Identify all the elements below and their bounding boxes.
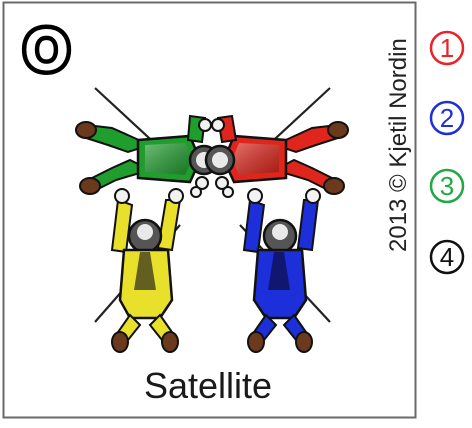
position-circle <box>429 30 465 66</box>
jumper-blue <box>242 188 321 353</box>
position-marker-4: 4 <box>429 239 465 275</box>
position-circle <box>429 168 465 204</box>
position-circle <box>429 239 465 275</box>
position-marker-2: 2 <box>429 100 465 136</box>
position-marker-3: 3 <box>429 168 465 204</box>
position-number: 1 <box>440 33 454 63</box>
position-markers: 1 2 3 4 <box>429 30 465 275</box>
top-grip <box>198 118 225 132</box>
position-number: 2 <box>440 103 454 133</box>
card-frame <box>2 1 417 419</box>
formation-letter: O <box>24 18 69 83</box>
middle-grip <box>190 176 234 198</box>
position-number: 4 <box>440 242 454 272</box>
copyright-text: 2013 © Kjetil Nordin <box>385 38 412 252</box>
position-circle <box>429 100 465 136</box>
jumper-yellow <box>110 188 184 353</box>
formation-name: Satellite <box>144 365 272 406</box>
position-number: 3 <box>440 171 454 201</box>
position-marker-1: 1 <box>429 30 465 66</box>
